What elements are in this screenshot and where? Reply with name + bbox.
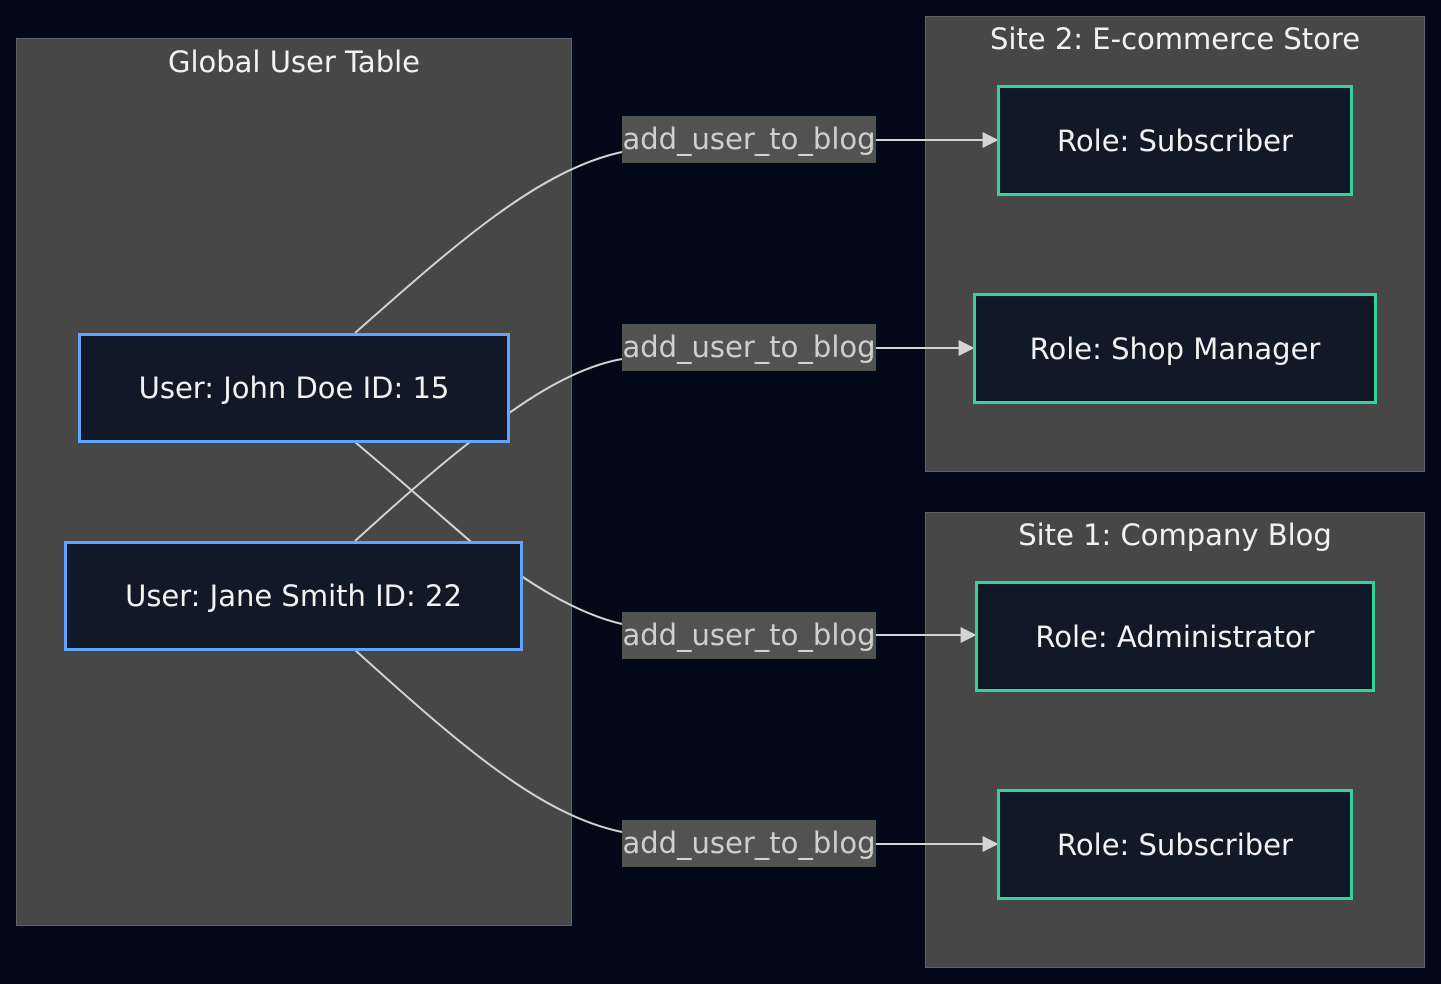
edge-label-site2-subscriber: add_user_to_blog xyxy=(622,116,876,163)
node-site1-role-subscriber[interactable]: Role: Subscriber xyxy=(997,789,1353,900)
edge-label-site1-administrator: add_user_to_blog xyxy=(622,612,876,659)
node-site1-role-administrator[interactable]: Role: Administrator xyxy=(975,581,1375,692)
edge-label-site2-shop-manager: add_user_to_blog xyxy=(622,324,876,371)
node-site2-role-shop-manager[interactable]: Role: Shop Manager xyxy=(973,293,1377,404)
node-user-john-doe[interactable]: User: John Doe ID: 15 xyxy=(78,333,510,443)
cluster-title-site-1: Site 1: Company Blog xyxy=(1018,518,1332,552)
edge-label-site1-subscriber: add_user_to_blog xyxy=(622,820,876,867)
node-user-jane-smith[interactable]: User: Jane Smith ID: 22 xyxy=(64,541,523,651)
node-site2-role-subscriber[interactable]: Role: Subscriber xyxy=(997,85,1353,196)
cluster-title-site-2: Site 2: E-commerce Store xyxy=(989,22,1361,56)
cluster-title-global-user-table: Global User Table xyxy=(167,45,421,79)
cluster-global-user-table: Global User Table xyxy=(16,38,572,926)
